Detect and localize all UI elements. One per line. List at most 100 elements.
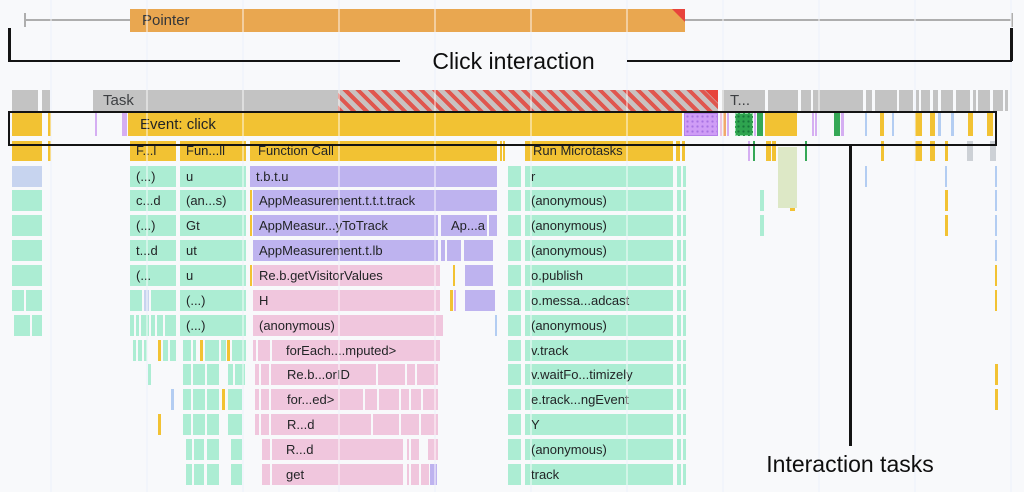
flame-sliver[interactable] <box>464 240 493 261</box>
flame-sliver[interactable] <box>805 141 807 161</box>
flame-sliver[interactable] <box>933 90 938 111</box>
flame-sliver[interactable] <box>401 414 419 435</box>
flame-sliver[interactable] <box>683 389 686 410</box>
flame-sliver[interactable] <box>228 414 242 435</box>
flame-bar-re-b-orid[interactable]: Re.b...orID <box>271 364 376 385</box>
flame-sliver[interactable] <box>683 439 686 460</box>
flame-sliver[interactable] <box>228 364 233 385</box>
flame-sliver[interactable] <box>765 113 797 136</box>
flame-sliver[interactable] <box>677 389 681 410</box>
flame-sliver[interactable] <box>12 113 42 136</box>
flame-sliver[interactable] <box>428 439 438 460</box>
flame-sliver[interactable] <box>508 215 521 236</box>
flame-sliver[interactable] <box>193 389 205 410</box>
flame-sliver[interactable] <box>995 364 998 385</box>
flame-sliver[interactable] <box>165 315 176 336</box>
flame-bar-t-b-t-u[interactable]: t.b.t.u <box>250 166 497 187</box>
flame-sliver[interactable] <box>683 364 686 385</box>
flame-sliver[interactable] <box>841 113 844 136</box>
flame-sliver[interactable] <box>261 389 269 410</box>
flame-sliver[interactable] <box>683 166 686 187</box>
flame-sliver[interactable] <box>677 439 681 460</box>
flame-sliver[interactable] <box>194 439 204 460</box>
flame-sliver[interactable] <box>130 315 134 336</box>
flame-sliver[interactable] <box>508 315 521 336</box>
flame-sliver[interactable] <box>12 90 38 111</box>
flame-sliver[interactable] <box>899 90 913 111</box>
flame-sliver[interactable] <box>193 340 196 361</box>
flame-sliver[interactable] <box>683 315 686 336</box>
flame-bar-ap-a[interactable]: Ap...a <box>441 215 487 236</box>
flame-sliver[interactable] <box>683 240 686 261</box>
flame-sliver[interactable] <box>207 414 219 435</box>
flame-sliver[interactable] <box>465 290 495 311</box>
flame-sliver[interactable] <box>915 141 922 161</box>
flame-sliver[interactable] <box>683 340 686 361</box>
flame-sliver[interactable] <box>158 414 161 435</box>
flame-sliver[interactable] <box>880 113 884 136</box>
flame-sliver[interactable] <box>235 364 245 385</box>
flame-sliver[interactable] <box>144 340 147 361</box>
flame-sliver[interactable] <box>748 141 750 161</box>
flame-sliver[interactable] <box>995 290 997 311</box>
flame-sliver[interactable] <box>407 439 409 460</box>
flame-sliver[interactable] <box>183 364 191 385</box>
flame-bar-ut[interactable]: ut <box>180 240 246 261</box>
flame-sliver[interactable] <box>421 464 429 485</box>
flame-sliver[interactable] <box>12 190 42 211</box>
flame-sliver[interactable] <box>12 166 42 187</box>
flame-bar-anonymous[interactable]: (anonymous) <box>525 315 673 336</box>
flame-bar-appmeasur-ytotrack[interactable]: AppMeasur...yToTrack <box>253 215 438 236</box>
flame-sliver[interactable] <box>133 340 136 361</box>
flame-sliver[interactable] <box>200 340 203 361</box>
flame-sliver[interactable] <box>250 190 252 211</box>
flame-sliver[interactable] <box>875 90 897 111</box>
flame-sliver[interactable] <box>720 113 722 136</box>
flame-sliver[interactable] <box>760 215 764 236</box>
flame-sliver[interactable] <box>508 166 521 187</box>
flame-sliver[interactable] <box>766 141 771 161</box>
flame-bar-anonymous[interactable]: (anonymous) <box>525 215 673 236</box>
flame-sliver[interactable] <box>171 389 174 410</box>
flame-sliver[interactable] <box>12 290 24 311</box>
flame-sliver[interactable] <box>1005 90 1008 111</box>
flame-sliver[interactable] <box>683 190 686 211</box>
flame-sliver[interactable] <box>930 113 935 136</box>
flame-bar-u[interactable]: u <box>180 166 246 187</box>
flame-sliver[interactable] <box>148 364 151 385</box>
flame-bar-[interactable]: (...) <box>130 215 176 236</box>
flame-sliver[interactable] <box>677 464 681 485</box>
flame-bar-f-l[interactable]: F...l <box>130 141 176 161</box>
flame-bar-anonymous[interactable]: (anonymous) <box>525 240 673 261</box>
flame-sliver[interactable] <box>930 141 935 161</box>
flame-bar-[interactable]: (...) <box>180 315 246 336</box>
flame-sliver[interactable] <box>684 113 718 136</box>
flame-sliver[interactable] <box>157 315 163 336</box>
flame-sliver[interactable] <box>130 290 142 311</box>
flame-bar-event-click[interactable]: Event: click <box>128 113 682 136</box>
flame-sliver[interactable] <box>183 414 191 435</box>
flame-sliver[interactable] <box>417 364 438 385</box>
flame-bar-for-ed[interactable]: for...ed> <box>271 389 363 410</box>
flame-sliver[interactable] <box>42 90 50 111</box>
flame-sliver[interactable] <box>250 265 252 286</box>
flame-sliver[interactable] <box>12 141 42 161</box>
flame-sliver[interactable] <box>411 464 419 485</box>
flame-bar-e-track-ngevent[interactable]: e.track...ngEvent <box>525 389 673 410</box>
flame-bar-gt[interactable]: Gt <box>180 215 246 236</box>
flame-sliver[interactable] <box>14 315 30 336</box>
flame-bar-an-s[interactable]: (an...s) <box>180 190 246 211</box>
flame-sliver[interactable] <box>683 215 686 236</box>
flame-sliver[interactable] <box>12 265 42 286</box>
flame-bar-v-track[interactable]: v.track <box>525 340 673 361</box>
flame-sliver[interactable] <box>232 340 246 361</box>
flame-sliver[interactable] <box>916 90 919 111</box>
flame-sliver[interactable] <box>941 90 953 111</box>
flame-sliver[interactable] <box>447 240 461 261</box>
flame-sliver[interactable] <box>170 340 176 361</box>
flame-bar-u[interactable]: u <box>180 265 246 286</box>
flame-sliver[interactable] <box>768 90 798 111</box>
flame-bar-o-publish[interactable]: o.publish <box>525 265 673 286</box>
flame-sliver[interactable] <box>683 265 686 286</box>
flame-sliver[interactable] <box>207 439 219 460</box>
